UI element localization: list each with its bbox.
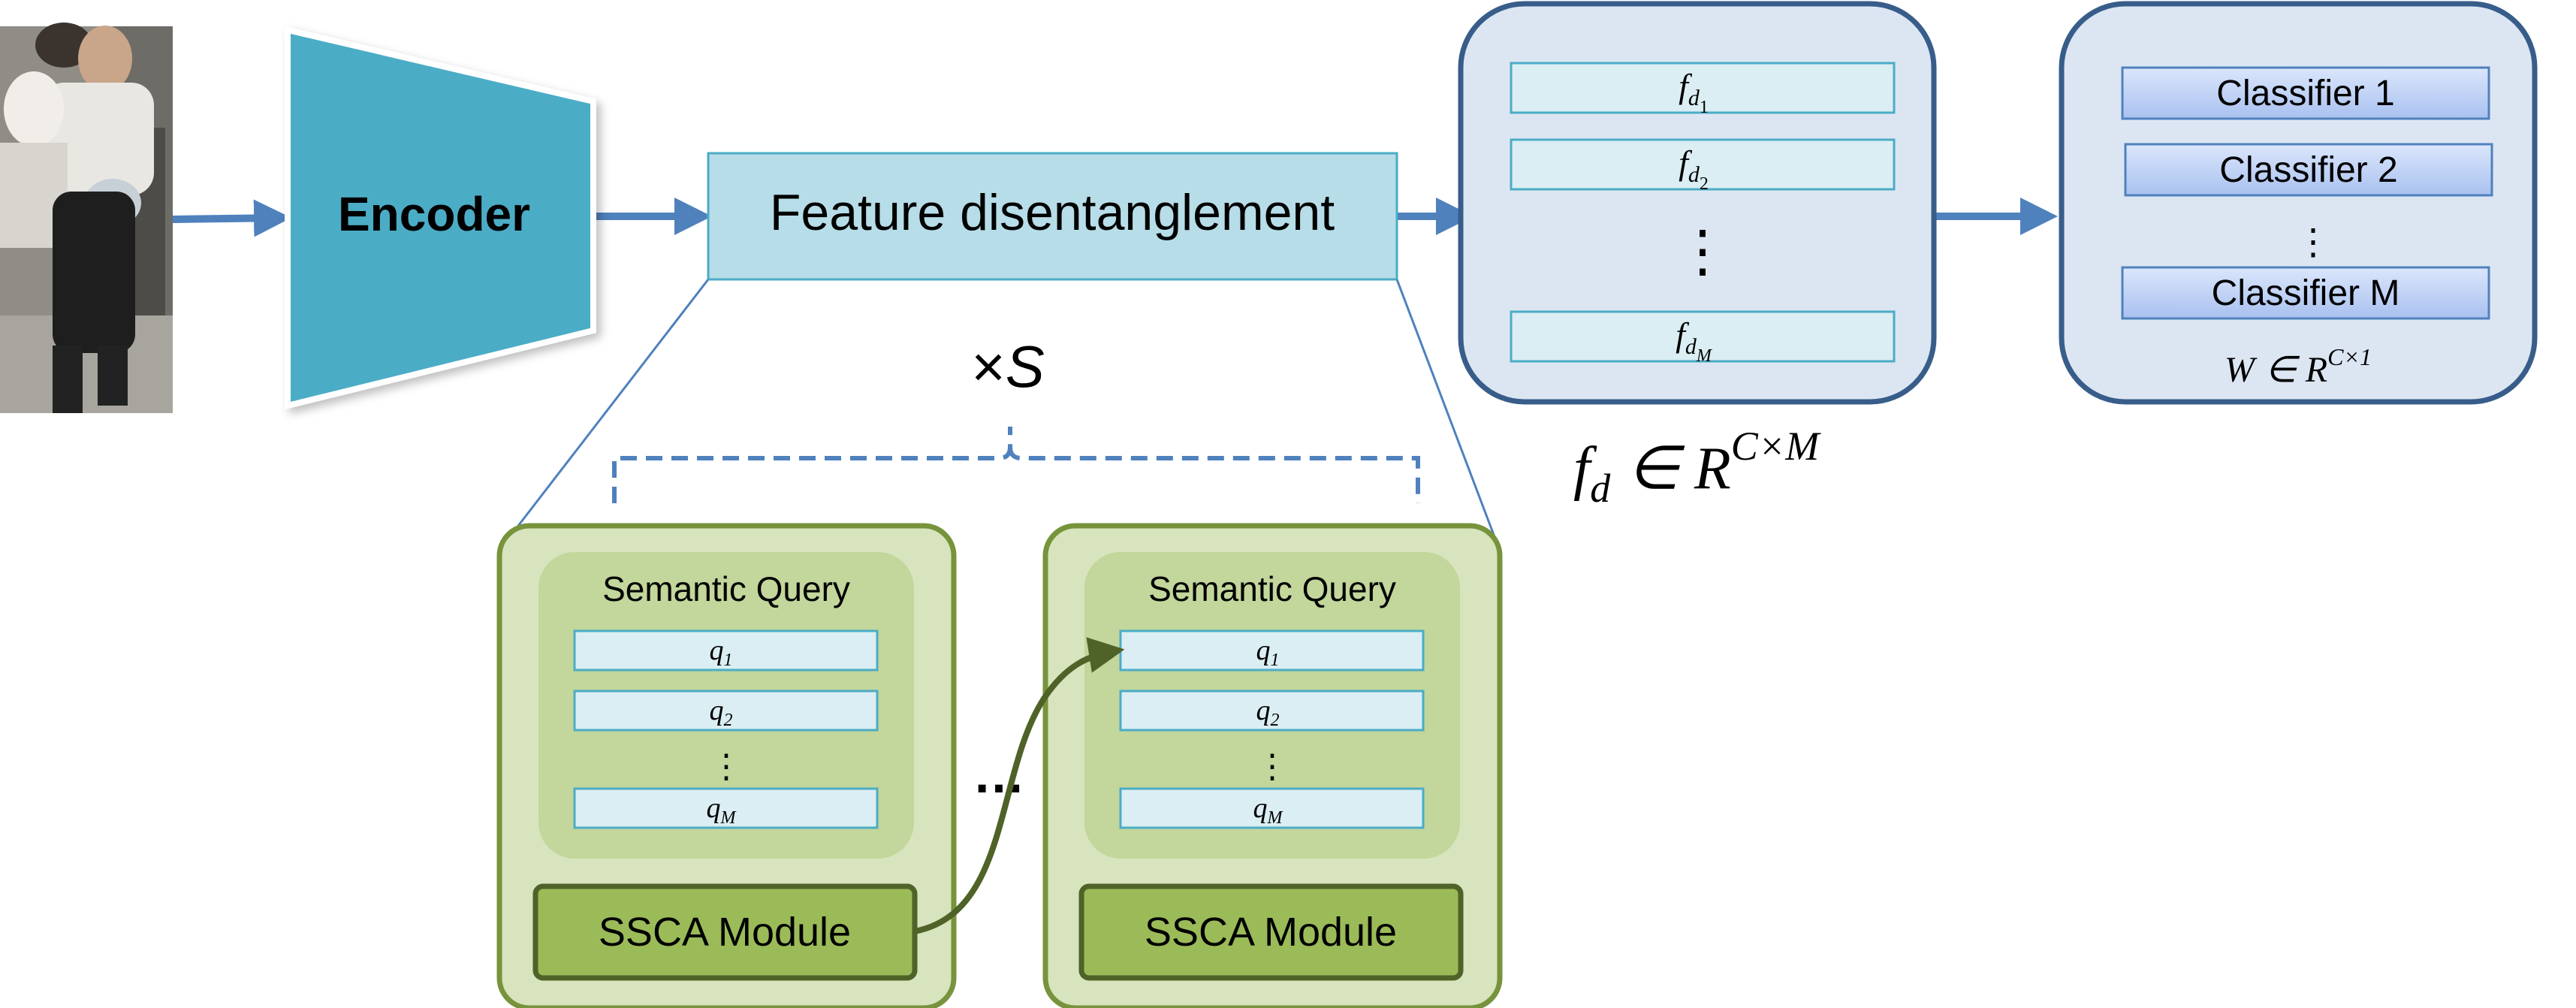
feature-box-1: [1510, 62, 1896, 114]
repeat-bracket: [612, 427, 1420, 503]
feature-disentanglement-box: [707, 152, 1398, 281]
feature-box-2: [1510, 138, 1896, 191]
ssca-to-query-arrow: [914, 637, 1125, 934]
zoom-line-left: [517, 279, 710, 527]
query-box-qm: [573, 787, 879, 829]
semantic-query-title-2: Semantic Query: [1148, 569, 1396, 608]
query-label-q1: q1: [710, 635, 733, 670]
encoder-label: Encoder: [338, 187, 530, 241]
classifiers-panel: Classifier 1 Classifier 2 ⋮ Classifier M…: [2059, 1, 2538, 405]
classifier-vdots: ⋮: [2295, 222, 2331, 262]
classifier-label-1: Classifier 1: [2216, 74, 2394, 113]
ssca-module-1-label: SSCA Module: [599, 910, 851, 955]
query-label-qm: qM: [707, 792, 738, 828]
feature-disentanglement-label: Feature disentanglement: [770, 184, 1335, 241]
ssca-module-2: [1078, 883, 1464, 981]
query-label-q2: q2: [710, 695, 733, 730]
classifier-formula: W∈ RC×1: [2225, 343, 2372, 390]
query-label-qm-2: qM: [1253, 792, 1284, 828]
classifiers-panel-frame: [2059, 1, 2538, 405]
module-2: Semantic Query q1 q2 ⋮ qM SSCA Module: [1042, 523, 1503, 1008]
query-label-q1-2: q1: [1256, 635, 1280, 670]
query-box-q2: [573, 690, 879, 732]
classifier-box-m: [2121, 266, 2490, 320]
query-vdots-1: ⋮: [710, 748, 743, 785]
module-1: Semantic Query q1 q2 ⋮ qM SSCA Module: [496, 523, 957, 1008]
repeat-label: ×S: [971, 333, 1045, 400]
query-box-q1: [573, 629, 879, 671]
classifier-box-1: [2121, 66, 2490, 120]
zoom-line-right: [1395, 279, 1498, 542]
ssca-module-1: [532, 883, 918, 981]
encoder-block: [285, 26, 596, 410]
classifier-label-2: Classifier 2: [2219, 150, 2397, 190]
semantic-query-title-1: Semantic Query: [602, 569, 850, 608]
query-box-qm-2: [1119, 787, 1425, 829]
query-vdots-2: ⋮: [1256, 748, 1289, 785]
arrow-image-to-encoder: [172, 199, 291, 237]
classifier-label-m: Classifier M: [2212, 273, 2400, 313]
query-box-q2-2: [1119, 690, 1425, 732]
features-panel: fd1 fd2 ⋮ fdM: [1458, 1, 1937, 405]
query-label-q2-2: q2: [1256, 695, 1280, 730]
classifier-box-2: [2124, 143, 2493, 197]
input-person-image: [0, 23, 173, 413]
ssca-module-2-label: SSCA Module: [1145, 910, 1397, 955]
feature-box-m: [1510, 310, 1896, 363]
feature-vdots: ⋮: [1674, 219, 1731, 283]
features-formula: fd∈ RC×M: [1573, 424, 1821, 511]
query-box-q1-2: [1119, 629, 1425, 671]
